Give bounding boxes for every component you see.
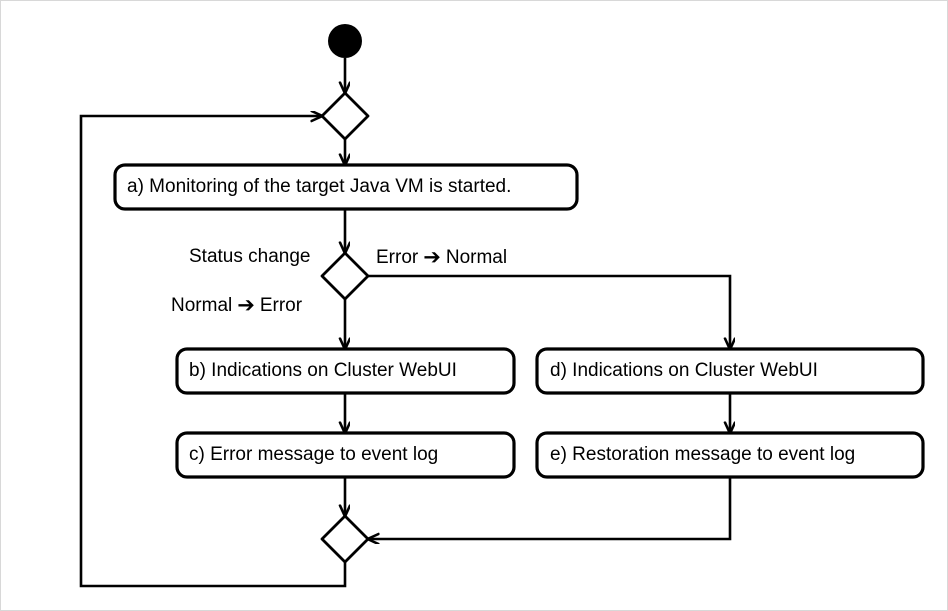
decision-node-status <box>320 251 370 301</box>
merge-node-top <box>320 91 370 141</box>
edge-label-normal-to-error: Normal➔Error <box>171 295 302 316</box>
edge-label-error-to-normal-to: Normal <box>445 247 508 268</box>
action-node-d-label: d) Indications on Cluster WebUI <box>550 360 818 381</box>
edge-label-normal-to-error-from: Normal <box>171 295 233 316</box>
action-node-e-label: e) Restoration message to event log <box>550 444 856 465</box>
initial-node <box>328 24 362 58</box>
edge-decision-to-action-d <box>368 274 730 349</box>
edge-label-normal-to-error-to: Error <box>259 295 303 316</box>
right-arrow-icon: ➔ <box>237 293 255 317</box>
edge-label-error-to-normal: Error➔Normal <box>376 247 507 268</box>
action-node-b-label: b) Indications on Cluster WebUI <box>189 360 457 381</box>
right-arrow-icon: ➔ <box>423 245 441 269</box>
merge-node-bottom <box>320 514 370 564</box>
edge-action-e-to-merge-bottom <box>368 477 732 539</box>
action-node-c-label: c) Error message to event log <box>189 444 439 465</box>
edge-label-error-to-normal-from: Error <box>376 247 419 268</box>
edge-label-status-change: Status change <box>189 246 311 267</box>
action-node-a-label: a) Monitoring of the target Java VM is s… <box>127 176 512 197</box>
edge-loopback-path <box>79 114 347 588</box>
